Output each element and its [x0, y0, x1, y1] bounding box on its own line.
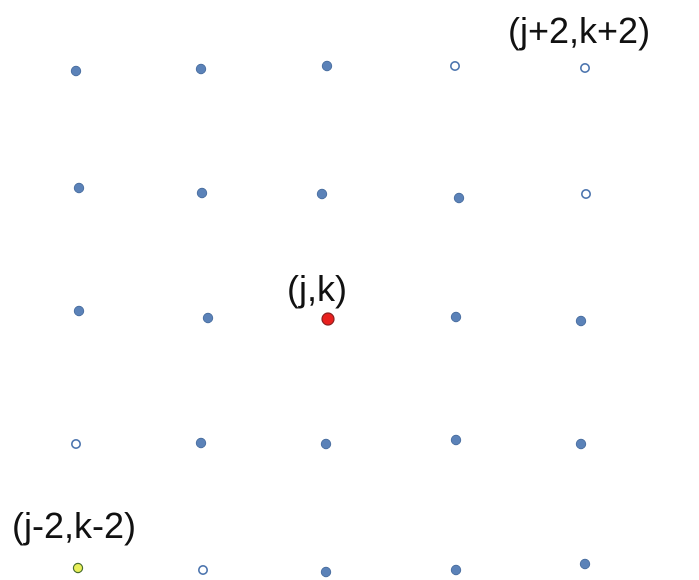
label-center: (j,k) [287, 268, 347, 309]
point-r4-c5 [575, 438, 587, 450]
point-r5-c4 [450, 564, 462, 576]
point-r4-c4 [450, 434, 462, 446]
point-r3-c2 [202, 312, 214, 324]
point-r4-c2 [195, 437, 207, 449]
point-r5-c1 [72, 562, 84, 574]
point-r3-c3 [321, 312, 335, 326]
point-r1-c1 [70, 65, 82, 77]
point-r1-c4 [449, 60, 460, 71]
point-r5-c3 [320, 566, 332, 578]
point-r1-c5 [579, 62, 590, 73]
label-bottom-left: (j-2,k-2) [12, 505, 136, 546]
point-r2-c4 [453, 192, 465, 204]
point-r2-c2 [196, 187, 208, 199]
point-r4-c1 [71, 438, 82, 449]
point-r3-c5 [575, 315, 587, 327]
point-r5-c5 [579, 558, 591, 570]
point-r1-c2 [195, 63, 207, 75]
point-r2-c3 [316, 188, 328, 200]
point-r2-c1 [73, 182, 85, 194]
point-r5-c2 [198, 564, 209, 575]
point-r2-c5 [580, 189, 591, 200]
point-r1-c3 [321, 60, 333, 72]
grid-points [70, 60, 591, 578]
point-r3-c1 [73, 305, 85, 317]
label-top-right: (j+2,k+2) [508, 10, 650, 51]
point-r4-c3 [320, 438, 332, 450]
point-r3-c4 [450, 311, 462, 323]
